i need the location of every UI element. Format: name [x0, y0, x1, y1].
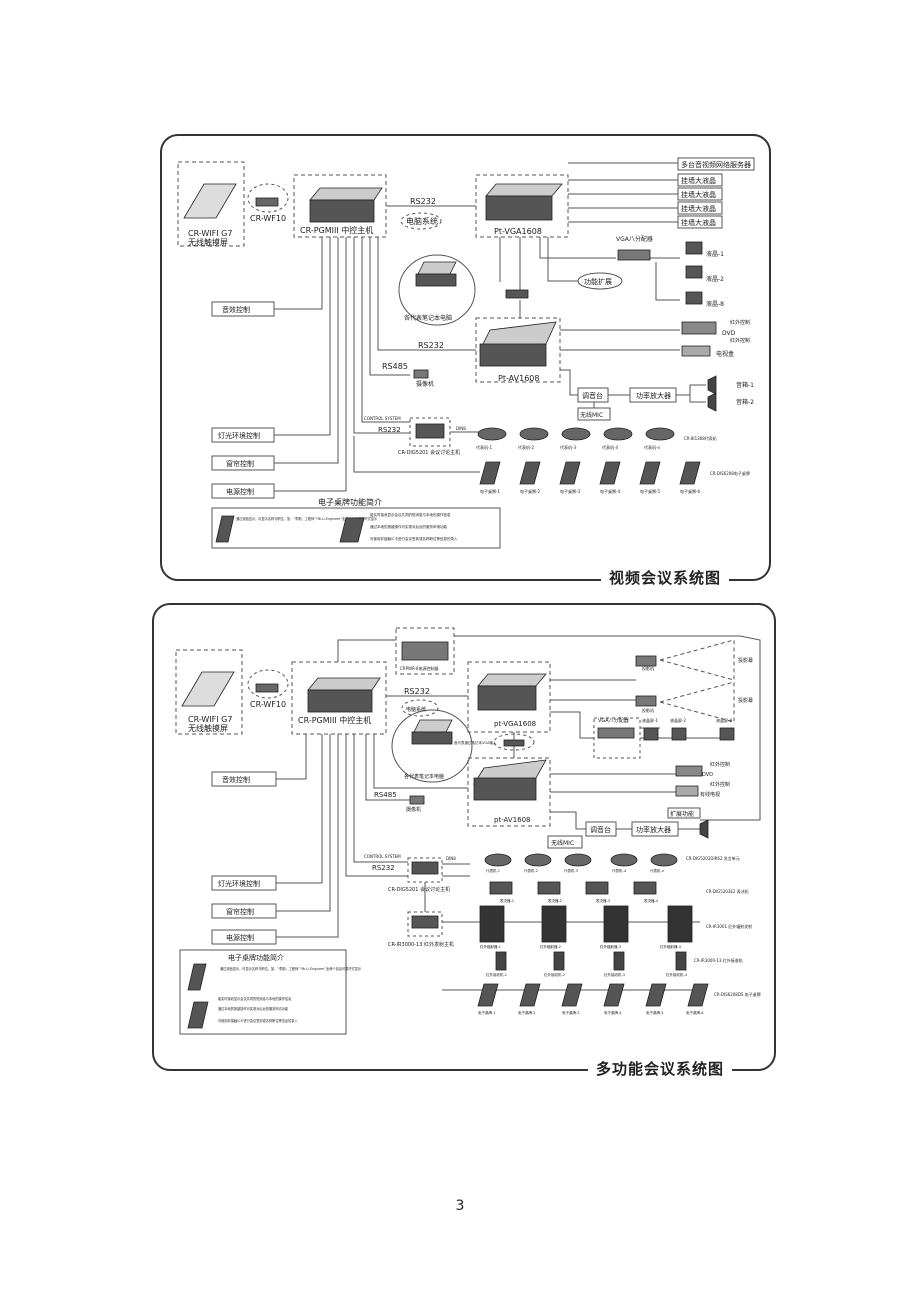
diagram-multifunction-conference [152, 603, 776, 1071]
diagram1-title: 视频会议系统图 [601, 567, 730, 588]
page-number: 3 [455, 1198, 465, 1214]
diagram2-title: 多功能会议系统图 [588, 1058, 733, 1079]
diagram-video-conference [160, 134, 771, 581]
